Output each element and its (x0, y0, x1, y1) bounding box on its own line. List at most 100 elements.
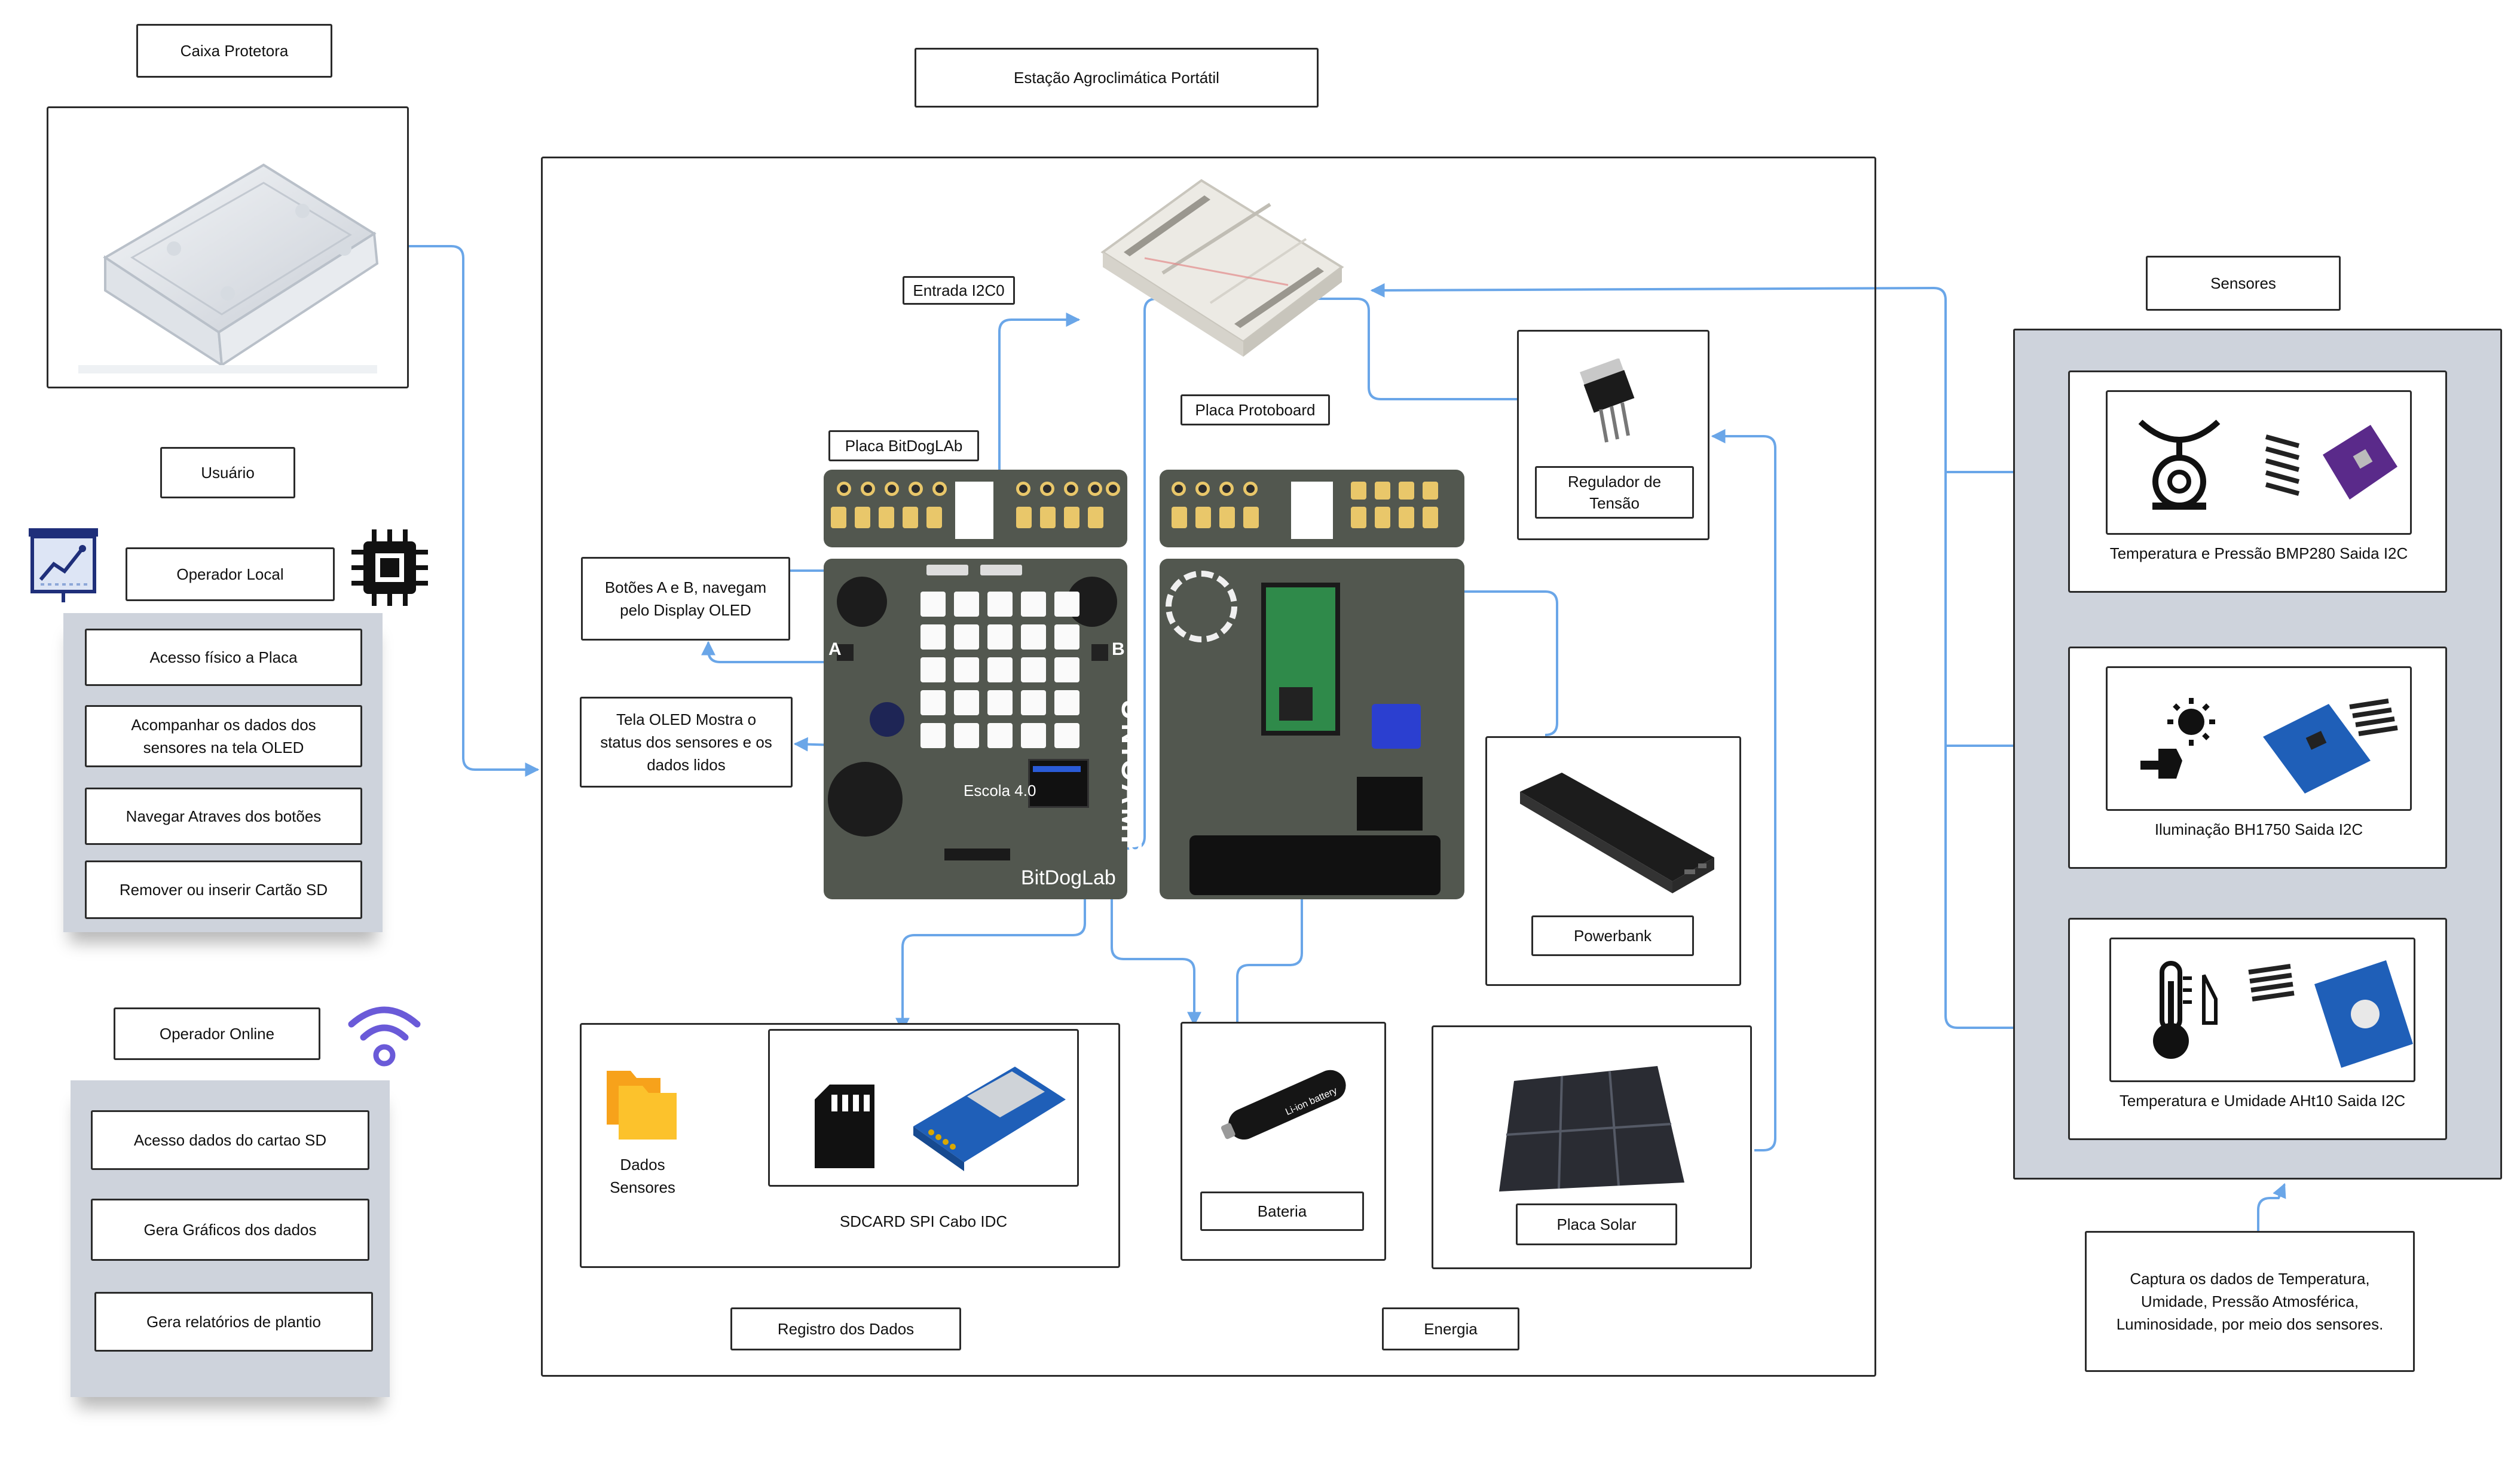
sensor-label-bh1750: Iluminação BH1750 Saida I2C (2154, 820, 2363, 838)
led-cell (954, 624, 979, 650)
sdcard-label: SDCARD SPI Cabo IDC (839, 1212, 1008, 1230)
registro-dados-label: Registro dos Dados (730, 1307, 961, 1350)
wire-solar-to-regulador (1711, 429, 1776, 1151)
sensor-label-aht10: Temperatura e Umidade AHt10 Saida I2C (2119, 1092, 2406, 1110)
online-item-graficos: Gera Gráficos dos dados (91, 1199, 369, 1261)
sun-plug-icon (2140, 698, 2215, 779)
sensor-label-bmp280: Temperatura e Pressão BMP280 Saida I2C (2109, 544, 2408, 562)
led-cell (1021, 592, 1046, 617)
placa-bitdoglab-label: Placa BitDogLAb (828, 430, 979, 461)
led-cell (954, 592, 979, 617)
board-label-b: B (1112, 639, 1125, 659)
led-cell (954, 657, 979, 682)
led-cell (987, 657, 1013, 682)
led-cell (1054, 723, 1079, 748)
led-cell (987, 624, 1013, 650)
powerbank-label: Powerbank (1531, 915, 1694, 956)
dados-sensores-label: Dados Sensores (610, 1156, 675, 1196)
protoboard-icon (1100, 179, 1344, 357)
wire-protoboard-vertical (1112, 298, 1160, 850)
sdcard-image-frame (768, 1029, 1079, 1187)
led-cell (1021, 690, 1046, 715)
main-frame (541, 157, 1876, 1377)
local-item-acompanhar: Acompanhar os dados dos sensores na tela… (85, 705, 362, 767)
led-cell (954, 690, 979, 715)
wire-caixa-to-main (386, 245, 540, 777)
wire-bateria-board (1111, 878, 1201, 1027)
board-bitdoglab-text: BitDogLab (1021, 866, 1116, 889)
tela-oled-note: Tela OLED Mostra o status dos sensores e… (580, 697, 793, 788)
led-cell (987, 592, 1013, 617)
led-cell (1021, 723, 1046, 748)
wire-sdcard (895, 847, 1086, 1033)
wifi-icon (348, 1006, 421, 1067)
captura-note: Captura os dados de Temperatura, Umidade… (2085, 1231, 2415, 1372)
led-cell (987, 723, 1013, 748)
placa-solar-label: Placa Solar (1516, 1203, 1677, 1245)
local-item-navegar: Navegar Atraves dos botões (85, 788, 362, 845)
led-cell (954, 723, 979, 748)
entrada-i2c0-label: Entrada I2C0 (903, 276, 1015, 305)
sd-card-icon (815, 1085, 874, 1168)
led-cell (920, 657, 946, 682)
wire-captura-to-sensors (2257, 1183, 2286, 1231)
solar-panel-icon (1499, 1066, 1684, 1191)
scale-icon (2138, 419, 2221, 510)
led-cell (920, 592, 946, 617)
sdcard-module-icon (913, 1067, 1066, 1171)
local-item-cartao-sd: Remover ou inserir Cartão SD (85, 860, 362, 919)
botoes-note: Botões A e B, navegam pelo Display OLED (581, 557, 790, 641)
bmp280-module-icon (2265, 425, 2397, 500)
placa-protoboard-label: Placa Protoboard (1181, 394, 1330, 425)
led-cell (987, 690, 1013, 715)
sensores-title: Sensores (2146, 256, 2341, 311)
operador-local-title: Operador Local (126, 547, 335, 601)
operador-online-title: Operador Online (114, 1007, 320, 1060)
led-cell (1021, 624, 1046, 650)
led-cell (920, 723, 946, 748)
online-item-relatorios: Gera relatórios de plantio (94, 1292, 373, 1352)
dashboard-chart-icon (29, 528, 98, 602)
folder-icon (607, 1071, 677, 1140)
sensor-image-frame-bmp280 (2106, 390, 2412, 535)
usuario-title: Usuário (160, 447, 295, 498)
wire-i2c0 (998, 313, 1081, 499)
led-cell (1021, 657, 1046, 682)
caixa-protetora-title: Caixa Protetora (136, 24, 332, 78)
board-label-a: A (828, 639, 842, 659)
led-cell (1054, 624, 1079, 650)
board-unicamp-text: UNICAMP (1115, 699, 1147, 858)
sensor-image-frame-bh1750 (2106, 666, 2412, 811)
led-cell (920, 690, 946, 715)
local-item-acesso-fisico: Acesso físico a Placa (85, 629, 362, 686)
voltage-regulator-icon (1579, 359, 1635, 443)
online-item-acesso-sd: Acesso dados do cartao SD (91, 1110, 369, 1170)
powerbank-icon (1520, 773, 1714, 893)
wire-sensors-to-protoboard (1370, 283, 2116, 473)
led-cell (1054, 592, 1079, 617)
sensor-card-aht10: Temperatura e Umidade AHt10 Saida I2C (2068, 918, 2447, 1140)
energia-label: Energia (1382, 1307, 1519, 1350)
bh1750-module-icon (2263, 699, 2398, 794)
chip-icon (351, 529, 428, 606)
wire-sensor3 (1944, 472, 2116, 1029)
thermometer-icon (2153, 961, 2218, 1059)
led-cell (1054, 690, 1079, 715)
sensor-card-bh1750: Iluminação BH1750 Saida I2C (2068, 647, 2447, 869)
aht10-module-icon (2248, 960, 2413, 1068)
wire-botoes-2 (701, 618, 1071, 663)
protective-case-icon (78, 163, 379, 373)
main-title: Estação Agroclimática Portátil (915, 48, 1319, 108)
wire-regulador-to-protoboard (1185, 292, 1517, 400)
bateria-label: Bateria (1200, 1191, 1364, 1231)
sensor-card-bmp280: Temperatura e Pressão BMP280 Saida I2C (2068, 370, 2447, 593)
wire-pico-powerbank (1366, 590, 1558, 736)
sensor-image-frame-aht10 (2109, 938, 2415, 1082)
wire-powerbank-bateria (1230, 899, 1303, 1045)
caixa-protetora-image-frame (47, 106, 409, 388)
led-cell (1054, 657, 1079, 682)
board-escola-text: Escola 4.0 (964, 782, 1036, 800)
battery-icon: Li-ion battery (1221, 1070, 1346, 1140)
